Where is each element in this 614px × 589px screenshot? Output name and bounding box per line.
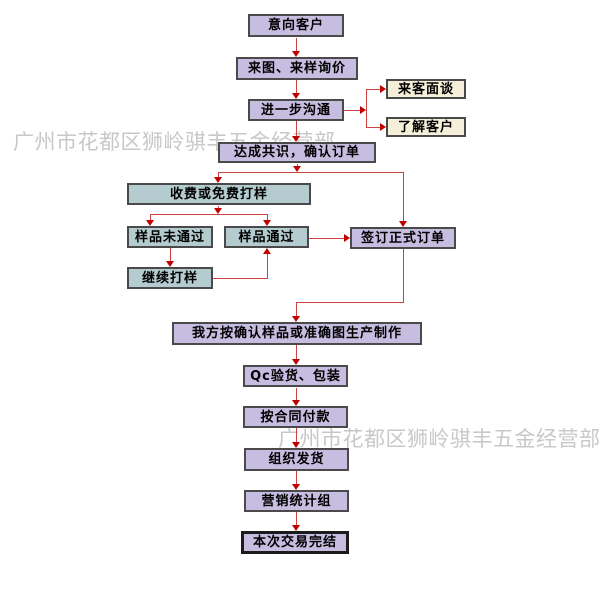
connector-line [150,215,151,220]
connector-line [403,249,404,302]
arrow-right-icon [380,85,386,93]
arrow-down-icon [399,221,407,227]
node-sign-formal-order: 签订正式订单 [350,227,456,249]
arrow-down-icon [292,51,300,57]
node-sample-failed: 样品未通过 [127,226,213,248]
node-visitor-interview: 来客面谈 [386,79,466,99]
arrow-down-icon [292,316,300,322]
arrow-up-icon [263,248,271,254]
node-intent-customer: 意向客户 [248,14,344,37]
watermark-text-bottom: 广州市花都区狮岭骐丰五金经营部 [278,427,601,451]
arrow-down-icon [214,208,222,214]
connector-line [296,80,297,93]
node-marketing-stats: 营销统计组 [244,490,349,512]
connector-line [297,164,298,166]
node-payment: 按合同付款 [243,406,348,428]
node-sampling: 收费或免费打样 [127,183,311,205]
connector-line [267,254,268,279]
arrow-down-icon [146,220,154,226]
connector-line [218,172,404,173]
node-production: 我方按确认样品或准确图生产制作 [172,322,422,345]
connector-line [150,214,268,215]
arrow-down-icon [292,400,300,406]
connector-line [218,173,219,177]
arrow-down-icon [263,220,271,226]
node-continue-sampling: 继续打样 [127,267,213,289]
arrow-right-icon [344,234,350,242]
arrow-down-icon [292,93,300,99]
connector-line [309,238,344,239]
arrow-down-icon [166,261,174,267]
arrow-right-icon [360,106,366,114]
connector-line [296,38,297,51]
connector-line [267,215,268,220]
connector-line [367,127,380,128]
connector-line [367,89,380,90]
node-further-communication: 进一步沟通 [248,99,344,121]
node-confirm-order: 达成共识，确认订单 [218,142,376,163]
node-shipping: 组织发货 [244,448,349,471]
node-inquiry: 来图、来样询价 [236,57,358,80]
connector-line [296,428,297,442]
connector-line [296,121,297,136]
connector-line [366,89,367,128]
arrow-down-icon [292,484,300,490]
connector-line [296,345,297,359]
arrow-down-icon [292,359,300,365]
arrow-down-icon [292,136,300,142]
connector-line [403,173,404,221]
arrow-down-icon [214,177,222,183]
connector-line [296,512,297,525]
connector-line [296,471,297,484]
node-qc-packaging: Qc验货、包装 [243,365,348,387]
arrow-down-icon [293,166,301,172]
connector-line [344,110,360,111]
connector-line [213,278,268,279]
arrow-right-icon [380,123,386,131]
arrow-down-icon [292,442,300,448]
node-understand-customer: 了解客户 [386,117,466,137]
connector-line [296,388,297,400]
connector-line [218,206,219,208]
connector-line [296,302,404,303]
arrow-down-icon [292,525,300,531]
node-sample-passed: 样品通过 [224,226,309,248]
node-deal-complete: 本次交易完结 [241,531,349,554]
connector-line [170,248,171,261]
connector-line [296,303,297,316]
